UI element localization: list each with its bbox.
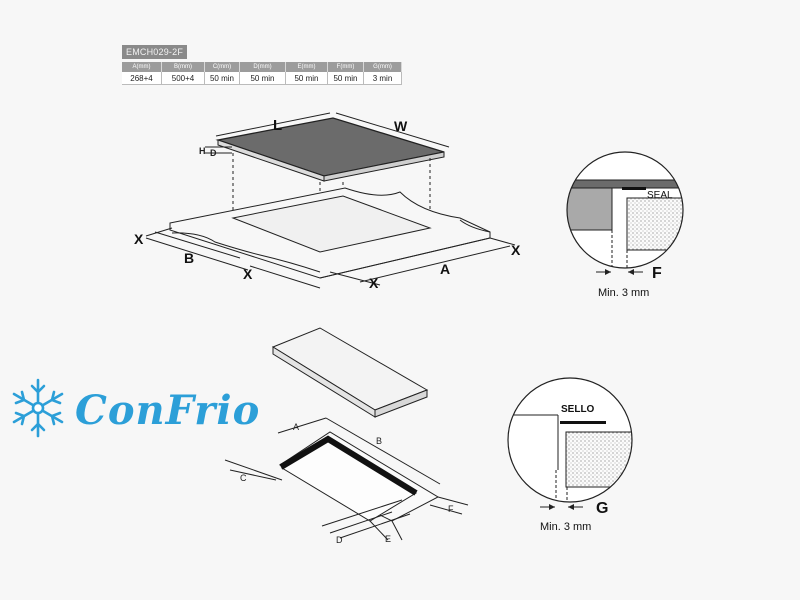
label-B-bottom: B <box>376 436 382 446</box>
model-code: EMCH029-2F <box>122 45 188 59</box>
sello-detail: SELLO G Min. 3 mm <box>507 377 633 533</box>
label-F: F <box>652 265 662 282</box>
cabinet-section-2 <box>565 431 632 488</box>
label-H: H <box>199 146 206 156</box>
label-F-bottom: F <box>448 504 454 514</box>
table-row: 268+4 500+4 50 min 50 min 50 min 50 min … <box>122 72 402 85</box>
hob-glass <box>215 117 445 177</box>
spec-table: EMCH029-2F A(mm) B(mm) C(mm) D(mm) E(mm)… <box>122 42 402 85</box>
top-diagram-labels: L W H D X B X X A X <box>134 117 521 291</box>
brand-logo: ConFrio <box>12 378 260 438</box>
header-cell: A(mm) <box>122 62 162 72</box>
label-E-bottom: E <box>385 534 391 544</box>
label-X-left: X <box>134 231 144 247</box>
label-C-bottom: C <box>240 473 247 483</box>
table-header-row: A(mm) B(mm) C(mm) D(mm) E(mm) F(mm) G(mm… <box>122 62 402 72</box>
min-note-G: Min. 3 mm <box>540 521 591 533</box>
value-cell: 50 min <box>327 72 364 85</box>
header-cell: B(mm) <box>161 62 205 72</box>
header-cell: C(mm) <box>204 62 240 72</box>
value-cell: 500+4 <box>161 72 205 85</box>
label-D-bottom: D <box>336 535 343 545</box>
seal-detail: SEAL F Min. 3 mm <box>566 151 684 299</box>
value-cell: 50 min <box>204 72 240 85</box>
label-L: L <box>273 117 282 134</box>
top-installation-diagram <box>145 112 516 289</box>
label-D: D <box>210 148 217 158</box>
label-A-bottom: A <box>293 422 299 432</box>
bottom-installation-diagram <box>224 327 469 541</box>
label-A: A <box>440 261 450 277</box>
cutout-edge <box>279 435 418 496</box>
counter-cutout <box>231 195 432 253</box>
header-cell: G(mm) <box>363 62 402 72</box>
snowflake-icon <box>12 378 64 438</box>
seal-strip <box>622 187 646 190</box>
header-cell: D(mm) <box>239 62 286 72</box>
header-cell: F(mm) <box>327 62 364 72</box>
header-cell: E(mm) <box>285 62 328 72</box>
min-note-F: Min. 3 mm <box>598 287 649 299</box>
value-cell: 3 min <box>363 72 402 85</box>
label-X-front-mid: X <box>369 275 379 291</box>
counter-section <box>567 187 613 231</box>
sello-strip <box>560 421 606 424</box>
label-B: B <box>184 250 194 266</box>
value-cell: 50 min <box>285 72 328 85</box>
bottom-diagram-labels: A B C D E F <box>240 422 454 545</box>
brand-name: ConFrio <box>75 387 260 434</box>
label-G: G <box>596 500 608 517</box>
hob-plate <box>567 179 683 189</box>
seal-label: SEAL <box>647 190 673 201</box>
hob-edge-side <box>323 151 445 182</box>
value-cell: 268+4 <box>122 72 162 85</box>
sello-label: SELLO <box>561 404 595 415</box>
label-W: W <box>394 118 408 134</box>
value-cell: 50 min <box>239 72 286 85</box>
label-X-front-left: X <box>243 266 253 282</box>
dimensions-table: A(mm) B(mm) C(mm) D(mm) E(mm) F(mm) G(mm… <box>122 62 402 85</box>
cabinet-section <box>626 197 683 251</box>
label-X-right: X <box>511 242 521 258</box>
